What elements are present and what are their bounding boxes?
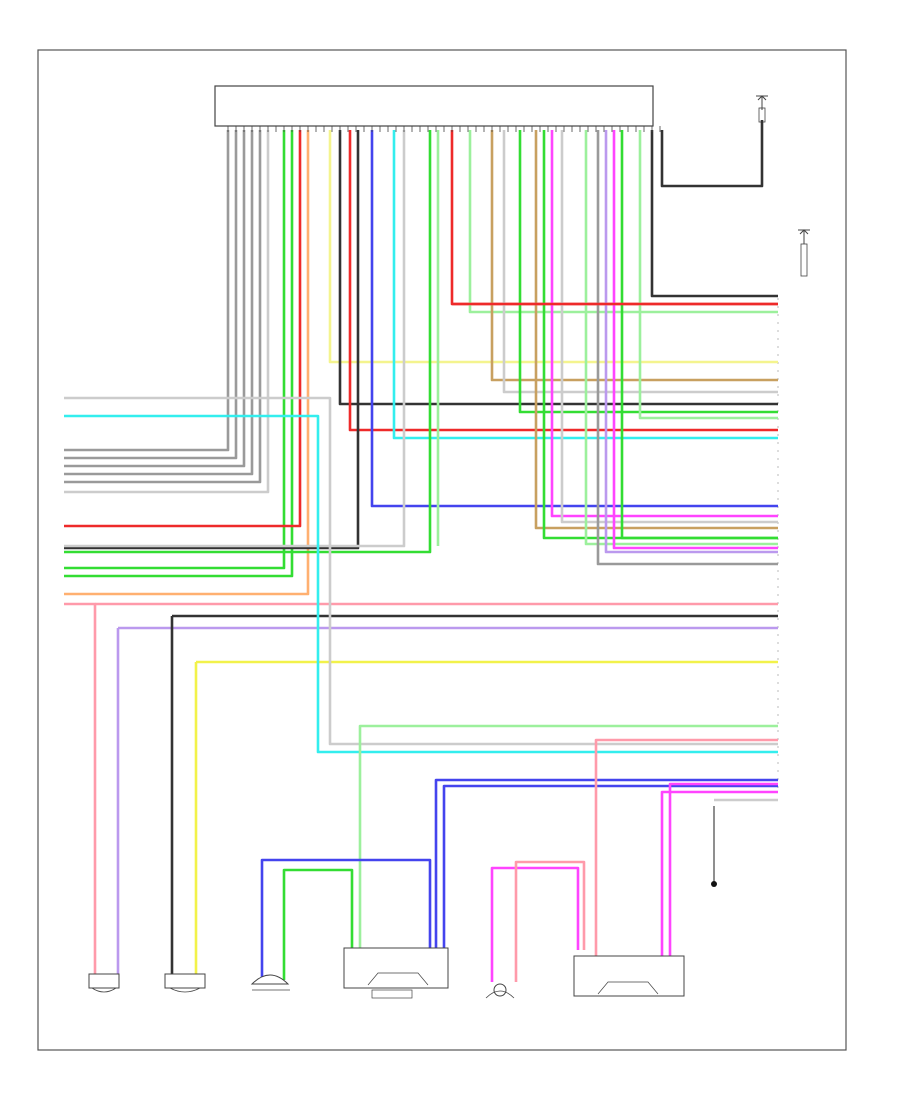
wire-magenta (612, 130, 778, 550)
wire-green (518, 130, 778, 414)
wire-light_gray (64, 130, 270, 494)
speaker-left-front-tweeter (485, 983, 515, 999)
wire-magenta (660, 790, 778, 958)
wire-red (348, 130, 778, 432)
wire-light_gray (560, 130, 778, 524)
wire-gray (596, 130, 778, 566)
head-unit (214, 85, 654, 127)
wire-pink (514, 860, 586, 982)
speaker-left-front-door (573, 955, 685, 997)
wire-orange (64, 130, 310, 596)
wire-light_yellow (328, 130, 778, 364)
wire-pink (64, 602, 97, 980)
speaker-right-front-tweeter (250, 974, 290, 991)
ground-symbol (711, 806, 717, 887)
wire-light_gray (502, 130, 778, 394)
wire-green (64, 130, 294, 578)
wire-magenta (550, 130, 778, 518)
wire-light_gray (64, 130, 406, 548)
wire-light_green (358, 724, 778, 950)
wire-tan (534, 130, 778, 530)
wire-blue (442, 784, 778, 950)
speaker-right-front-door (343, 947, 449, 999)
wire-light_green (584, 130, 778, 546)
antenna-top-right (756, 95, 768, 123)
wire-violet (604, 130, 778, 554)
wire-cyan (392, 130, 778, 440)
head-unit-box (214, 85, 654, 127)
wire-light_green (468, 130, 778, 314)
wires (64, 120, 778, 982)
wire-gray (64, 130, 246, 468)
wire-gray (64, 130, 230, 452)
speaker-right-rear-door (88, 973, 120, 993)
wire-green (620, 130, 778, 540)
wire-cyan (64, 414, 778, 754)
wire-black (64, 130, 360, 550)
wire-gray (64, 130, 238, 460)
wire-gray (64, 130, 262, 484)
wire-blue (370, 130, 778, 508)
wire-pink (594, 738, 778, 958)
wire-blue (434, 778, 778, 950)
wire-red (64, 130, 302, 528)
wire-magenta (668, 782, 778, 958)
diagram-frame (37, 49, 847, 1051)
wire-light_gray (64, 396, 778, 746)
wire-black (650, 130, 778, 298)
wire-green (64, 130, 432, 554)
wire-blue (260, 858, 432, 980)
wire-green (64, 130, 286, 570)
wire-black (338, 130, 778, 406)
wire-magenta (490, 866, 580, 982)
wire-green (542, 130, 778, 540)
wire-tan (490, 130, 778, 382)
wire-black (660, 120, 764, 188)
wire-light_green (638, 130, 778, 420)
speaker-left-rear-door (164, 973, 206, 993)
antenna-mid-right (798, 229, 810, 277)
wire-gray (64, 130, 254, 476)
wire-green (282, 868, 354, 980)
